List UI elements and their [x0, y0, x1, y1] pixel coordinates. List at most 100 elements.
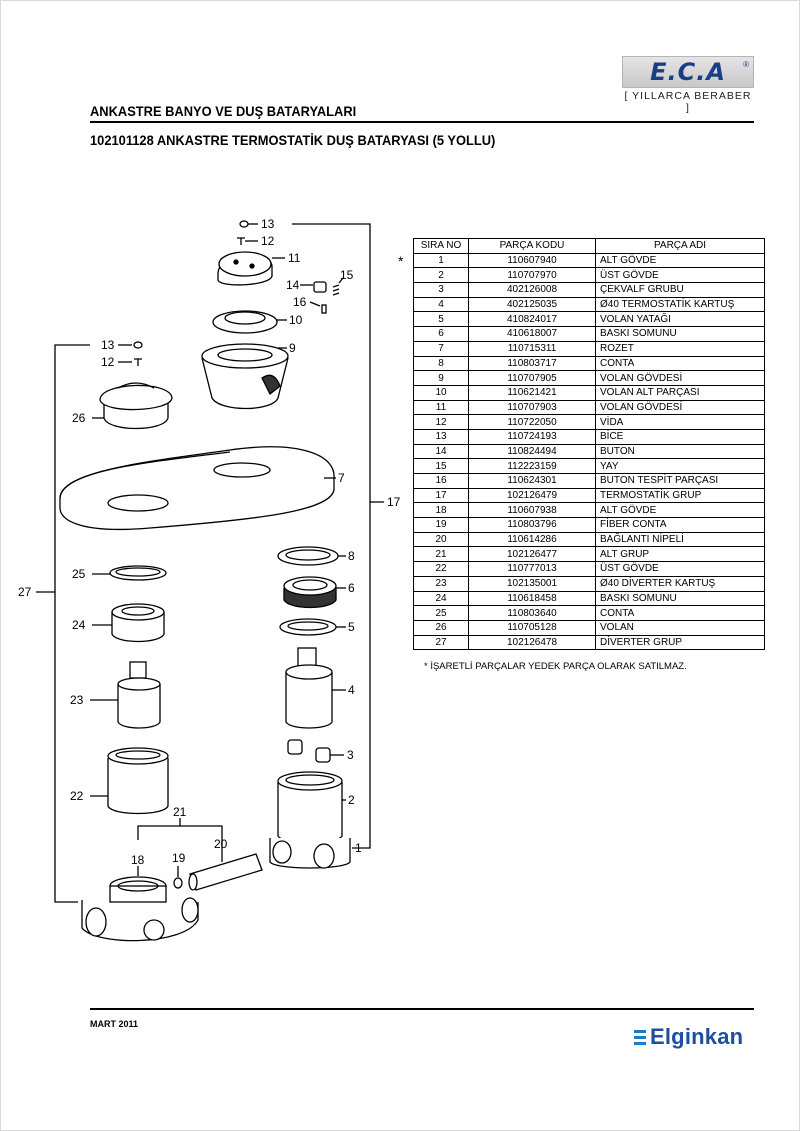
- callout-label: 12: [261, 234, 275, 248]
- row-number: 19: [413, 517, 469, 533]
- part-name: BUTON TESPİT PARÇASI: [595, 473, 765, 489]
- part-code: 110803717: [468, 355, 596, 372]
- row-number: 4: [413, 296, 469, 313]
- callout-label: 4: [348, 683, 355, 697]
- part-code: 110705128: [468, 619, 596, 636]
- callout-label: 26: [72, 411, 86, 425]
- part-13-left: [118, 341, 143, 349]
- callout-label: 20: [214, 837, 228, 851]
- row-number: 26: [413, 619, 469, 636]
- footnote: * İŞARETLİ PARÇALAR YEDEK PARÇA OLARAK S…: [424, 661, 687, 672]
- part-name: VİDA: [595, 414, 765, 430]
- callout-label: 14: [286, 278, 300, 292]
- part-code: 110607938: [468, 502, 596, 519]
- part-name: VOLAN: [595, 619, 765, 636]
- elginkan-logo: Elginkan: [634, 1024, 743, 1050]
- part-code: 102126478: [468, 634, 596, 651]
- part-6-nut: [283, 576, 346, 609]
- category-title: ANKASTRE BANYO VE DUŞ BATARYALARI: [90, 103, 357, 119]
- part-24-nut: [92, 603, 165, 643]
- part-name: VOLAN GÖVDESİ: [595, 370, 765, 386]
- row-number: 27: [413, 634, 469, 651]
- part-name: Ø40 TERMOSTATİK KARTUŞ: [595, 296, 765, 313]
- callout-label: 9: [289, 341, 296, 355]
- row-number: 12: [413, 414, 469, 430]
- bracket-lines: [36, 223, 384, 903]
- part-code: 110707905: [468, 370, 596, 386]
- part-26-knob: [92, 382, 173, 430]
- row-number: 15: [413, 458, 469, 474]
- part-name: ÜST GÖVDE: [595, 267, 765, 284]
- row-number: 25: [413, 605, 469, 621]
- part-code: 410824017: [468, 311, 596, 328]
- row-number: 7: [413, 340, 469, 357]
- part-16-pin: [309, 301, 327, 314]
- callout-label: 2: [348, 793, 355, 807]
- part-name: BİCE: [595, 428, 765, 445]
- part-12-left: [118, 358, 142, 366]
- document-date: MART 2011: [90, 1019, 139, 1029]
- callout-label: 6: [348, 581, 355, 595]
- column-header-code: PARÇA KODU: [468, 238, 596, 254]
- row-number: 5: [413, 311, 469, 328]
- callout-label: 13: [261, 217, 275, 231]
- part-code: 110607940: [468, 252, 596, 269]
- part-name: ÇEKVALF GRUBU: [595, 282, 765, 298]
- callout-label: 3: [347, 748, 354, 762]
- callout-label: 23: [70, 693, 84, 707]
- part-code: 110614286: [468, 531, 596, 548]
- part-name: ROZET: [595, 340, 765, 357]
- callout-label: 11: [288, 251, 301, 265]
- part-20-nipple: [188, 848, 263, 891]
- part-3-check-valves: [287, 739, 344, 763]
- part-22-upper-body: [90, 747, 169, 815]
- part-18-lower-body: [81, 866, 199, 942]
- row-number: 21: [413, 546, 469, 563]
- part-code: 402125035: [468, 296, 596, 313]
- part-name: Ø40 DİVERTER KARTUŞ: [595, 575, 765, 592]
- part-11-cap: [217, 251, 285, 286]
- part-name: ALT GRUP: [595, 546, 765, 563]
- part-name: ÜST GÖVDE: [595, 561, 765, 577]
- part-name: CONTA: [595, 605, 765, 621]
- product-title: 102101128 ANKASTRE TERMOSTATİK DUŞ BATAR…: [90, 132, 496, 148]
- logo-slogan: [ YILLARCA BERABER ]: [624, 90, 752, 114]
- callout-label: 12: [101, 355, 115, 369]
- callout-label: 7: [338, 471, 345, 485]
- part-name: CONTA: [595, 355, 765, 372]
- row-number: 13: [413, 428, 469, 445]
- registered-mark: ®: [743, 60, 749, 69]
- part-9-volan-body: [201, 343, 289, 410]
- part-code: 102135001: [468, 575, 596, 592]
- part-code: 102126479: [468, 487, 596, 504]
- callout-label: 18: [131, 853, 145, 867]
- part-name: VOLAN GÖVDESİ: [595, 399, 765, 416]
- part-15-spring: [332, 277, 344, 296]
- part-code: 110715311: [468, 340, 596, 357]
- part-name: BUTON: [595, 443, 765, 460]
- callout-label: 25: [72, 567, 86, 581]
- part-code: 102126477: [468, 546, 596, 563]
- part-4-thermo-cartridge: [285, 647, 346, 729]
- part-name: FİBER CONTA: [595, 517, 765, 533]
- part-code: 110724193: [468, 428, 596, 445]
- part-2-upper-body: [277, 771, 346, 843]
- row-number: 6: [413, 326, 469, 342]
